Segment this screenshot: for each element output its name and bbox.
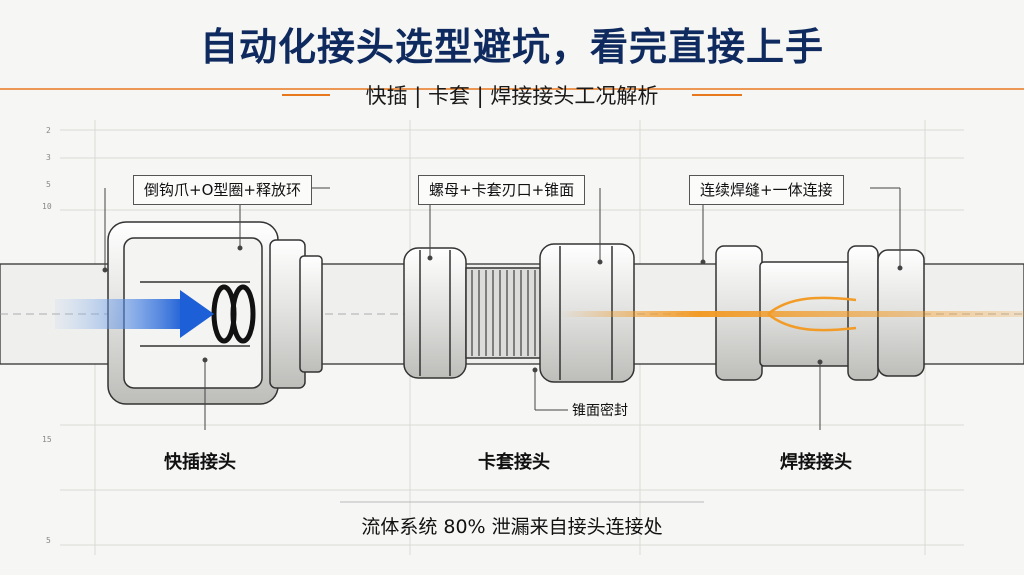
page-subtitle: 快插 | 卡套 | 焊接接头工况解析 bbox=[365, 84, 659, 108]
tick-label: 5 bbox=[46, 180, 51, 189]
label-ferrule: 卡套接头 bbox=[478, 452, 550, 473]
page-title: 自动化接头选型避坑，看完直接上手 bbox=[199, 25, 824, 69]
tick-label: 2 bbox=[46, 126, 51, 135]
label-weld: 焊接接头 bbox=[780, 452, 852, 473]
weld-seam-glow bbox=[560, 311, 1024, 317]
callout-quick: 倒钩爪+O型圈+释放环 bbox=[133, 175, 312, 205]
tick-label: 3 bbox=[46, 153, 51, 162]
cone-seal-label: 锥面密封 bbox=[572, 403, 628, 419]
callout-weld: 连续焊缝+一体连接 bbox=[689, 175, 844, 205]
thread-lines bbox=[471, 270, 536, 356]
tick-label: 10 bbox=[42, 202, 52, 211]
tick-label: 5 bbox=[46, 536, 51, 545]
flow-arrow-icon bbox=[55, 290, 214, 338]
label-quick: 快插接头 bbox=[164, 452, 236, 473]
leak-statistic: 流体系统 80% 泄漏来自接头连接处 bbox=[361, 516, 663, 538]
tick-label: 15 bbox=[42, 435, 52, 444]
callout-ferrule: 螺母+卡套刃口+锥面 bbox=[418, 175, 586, 205]
